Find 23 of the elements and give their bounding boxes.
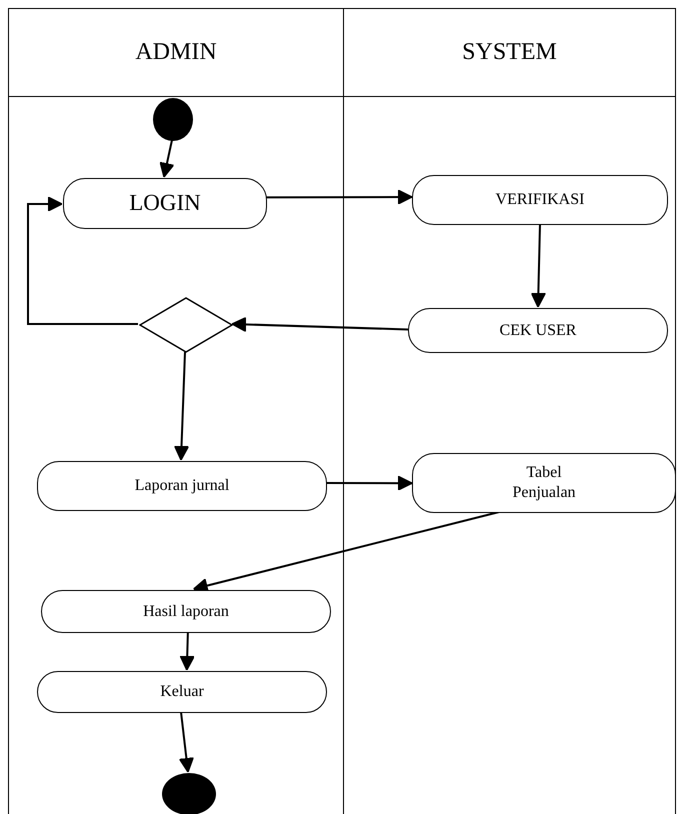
activity-box: Keluar <box>37 671 327 713</box>
arrow <box>180 632 195 671</box>
activity-box: VERIFIKASI <box>412 175 668 225</box>
lane-title: ADMIN <box>135 39 217 66</box>
end-node <box>162 773 216 814</box>
arrow <box>530 224 546 308</box>
activity-box: LOGIN <box>63 178 267 229</box>
activity-box: Tabel Penjualan <box>412 453 676 513</box>
lane-title: SYSTEM <box>462 39 557 66</box>
arrow <box>266 189 413 205</box>
start-node <box>153 98 193 141</box>
arrow <box>27 196 138 325</box>
activity-box: Laporan jurnal <box>37 461 327 511</box>
swimlane <box>344 8 676 814</box>
swimlane <box>8 8 344 814</box>
arrow <box>178 712 194 773</box>
arrow <box>231 316 408 332</box>
activity-box: CEK USER <box>408 308 668 353</box>
arrow <box>326 475 413 491</box>
activity-box: Hasil laporan <box>41 590 331 633</box>
arrow <box>174 352 190 461</box>
arrow <box>159 140 174 178</box>
decision-diamond <box>139 297 233 353</box>
